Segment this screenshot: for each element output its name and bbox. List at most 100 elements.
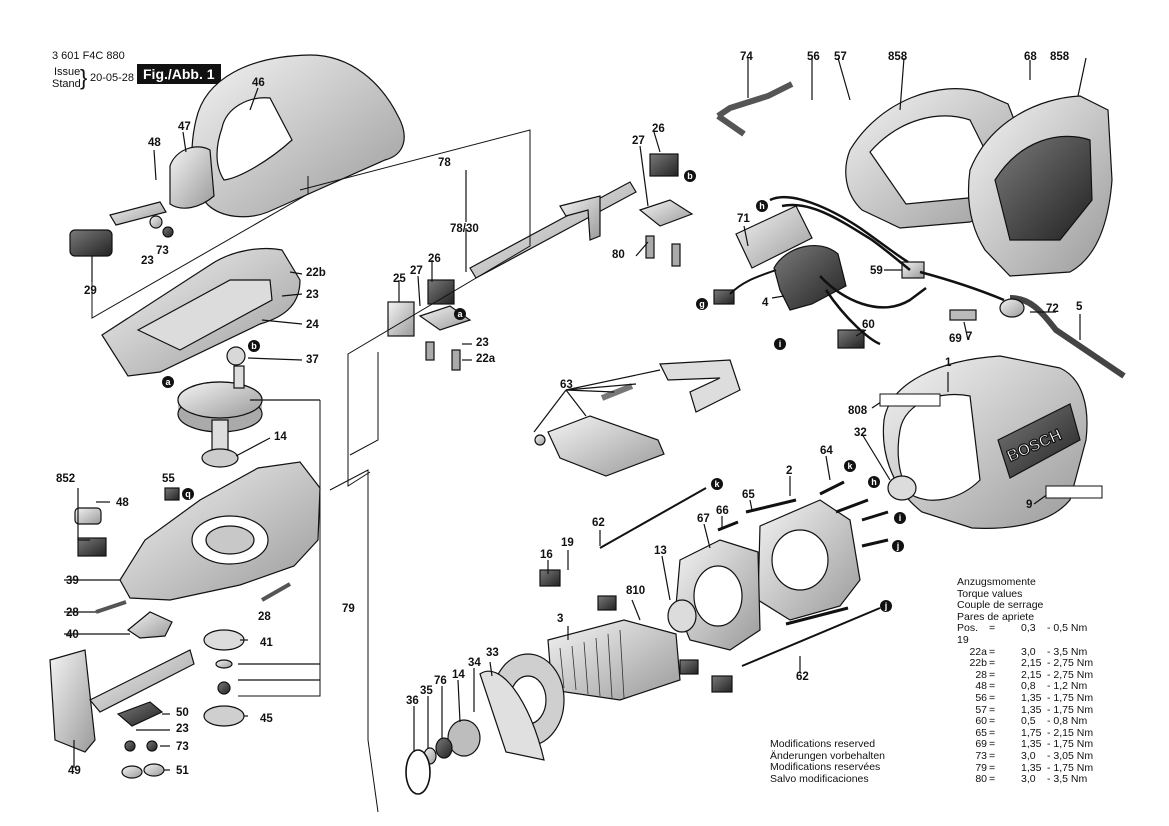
- torque-cell: 28: [975, 668, 987, 681]
- torque-cell: - 0,5 Nm: [1047, 622, 1088, 635]
- lever-spring-bar: [659, 359, 741, 413]
- screw-23-lower: [124, 740, 136, 752]
- part-number-label: 39: [66, 575, 79, 587]
- plunger-bracket: [559, 195, 601, 241]
- bearing-41: [203, 629, 245, 651]
- part-number-label: 7: [966, 331, 972, 343]
- svg-text:b: b: [687, 171, 693, 181]
- torque-heading-en: Torque values: [957, 587, 1023, 600]
- part-number-label: 808: [848, 405, 868, 417]
- washer-23: [149, 215, 163, 229]
- part-number-label: 852: [56, 473, 75, 485]
- torque-cell: - 3,5 Nm: [1047, 645, 1088, 658]
- svg-text:h: h: [759, 201, 765, 211]
- svg-text:j: j: [896, 541, 900, 551]
- part-number-label: 78/30: [450, 223, 479, 235]
- part-number-label: 26: [652, 123, 665, 135]
- plate-25: [387, 301, 415, 337]
- connector-marker: j: [892, 540, 904, 552]
- wire-62-lower: [741, 607, 881, 667]
- brush-holder-lower: [711, 675, 733, 693]
- issue-label: Issue: [54, 66, 81, 78]
- svg-text:h: h: [871, 477, 877, 487]
- torque-cell: =: [989, 715, 996, 728]
- screw-28-right: [261, 582, 291, 602]
- part-number-label: 9: [1026, 499, 1032, 511]
- torque-cell: - 1,75 Nm: [1047, 703, 1094, 716]
- guide-plate-27-top: [638, 199, 694, 227]
- part-number-label: 68: [1024, 51, 1037, 63]
- torque-row: 73=3,0- 3,05 Nm: [957, 750, 1093, 763]
- torque-cell: =: [989, 657, 996, 670]
- connector-marker: a: [162, 376, 174, 388]
- torque-cell: =: [989, 691, 996, 704]
- seal-36: [405, 749, 431, 795]
- torque-cell: 0,5: [1021, 715, 1036, 728]
- connector-marker: h: [756, 200, 768, 212]
- part-number-label: 80: [612, 249, 625, 261]
- part-number-label: 48: [148, 137, 161, 149]
- torque-cell: - 3,5 Nm: [1047, 773, 1088, 786]
- torque-row: 22a=3,0- 3,5 Nm: [957, 645, 1093, 659]
- switch-4: [773, 245, 847, 311]
- part-number-label: 14: [452, 669, 465, 681]
- torque-cell: 22b: [969, 657, 987, 670]
- part-number-label: 1: [945, 357, 952, 369]
- part-number-label: 27: [410, 265, 423, 277]
- torque-row: 69=1,35- 1,75 Nm: [957, 739, 1093, 751]
- torque-row: 48=0,8- 1,2 Nm: [957, 681, 1093, 693]
- brush-810-b: [679, 659, 699, 675]
- connector-g: [713, 289, 735, 305]
- part-number-label: 51: [176, 765, 189, 777]
- cable-sleeve-72: [999, 298, 1025, 318]
- stand-label: Stand: [52, 78, 81, 90]
- part-number-label: 22b: [306, 267, 326, 279]
- switch-wire-d: [824, 289, 881, 346]
- connector-marker: k: [711, 478, 723, 490]
- part-number-label: 32: [854, 427, 867, 439]
- torque-cell: 60: [975, 715, 987, 728]
- torque-cell: 2,15: [1021, 668, 1042, 681]
- torque-row: 57=1,35- 1,75 Nm: [957, 703, 1094, 717]
- part-number-label: 33: [486, 647, 499, 659]
- torque-heading-fr: Couple de serrage: [957, 599, 1044, 612]
- cable-clamp-59: [901, 261, 925, 279]
- torque-cell: 65: [975, 726, 987, 739]
- bolt-80a: [645, 235, 655, 259]
- svg-text:k: k: [847, 461, 853, 471]
- torque-cell: 1,75: [1021, 726, 1042, 739]
- part-number-label: 4: [762, 297, 769, 309]
- plate-50: [116, 701, 164, 727]
- torque-row: Pos. 19=0,3- 0,5 Nm: [957, 623, 1093, 646]
- torque-cell: - 1,75 Nm: [1047, 691, 1094, 704]
- brand-plate: [997, 403, 1081, 479]
- bolt-22a-a: [425, 341, 435, 361]
- torque-cell: =: [989, 668, 996, 681]
- svg-text:i: i: [779, 339, 782, 349]
- blade-clamp: [69, 229, 113, 257]
- part-number-label: 46: [252, 77, 265, 89]
- torque-cell: =: [989, 761, 996, 774]
- connector-marker: g: [696, 298, 708, 310]
- torque-table: Anzugsmomente Torque values Couple de se…: [957, 576, 1094, 786]
- torque-row: 79=1,35- 1,75 Nm: [957, 761, 1093, 775]
- brush-810-a: [597, 595, 617, 611]
- torque-cell: 1,35: [1021, 738, 1042, 751]
- bolt-80b: [671, 243, 681, 267]
- part-number-label: 28: [66, 607, 79, 619]
- torque-heading-de: Anzugsmomente: [957, 576, 1036, 588]
- part-number-label: 22a: [476, 353, 496, 365]
- torque-cell: - 1,2 Nm: [1047, 680, 1088, 693]
- screw-66: [717, 520, 739, 532]
- svg-text:q: q: [185, 489, 191, 499]
- torque-cell: 80: [975, 773, 987, 786]
- connector-marker: i: [774, 338, 786, 350]
- note-es: Salvo modificaciones: [770, 772, 869, 785]
- part-number-label: 25: [393, 273, 406, 285]
- guide-block-26-top: [649, 153, 679, 177]
- label-808-box: [879, 393, 941, 407]
- torque-cell: 1,35: [1021, 761, 1042, 774]
- part-number-label: 47: [178, 121, 191, 133]
- nut-73: [162, 226, 174, 238]
- switch-wire-a: [769, 195, 909, 264]
